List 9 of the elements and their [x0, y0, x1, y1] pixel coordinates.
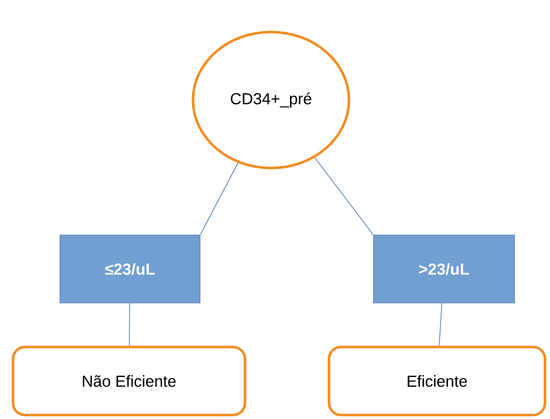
connector-line [200, 162, 238, 236]
outcome-box: Eficiente [328, 346, 546, 416]
condition-box: >23/uL [373, 234, 515, 304]
connector-line [128, 302, 130, 346]
connector-line [314, 157, 374, 236]
connector-line [438, 302, 442, 346]
ellipse-node: CD34+_pré [192, 30, 350, 170]
condition-box: ≤23/uL [60, 234, 200, 304]
outcome-box: Não Eficiente [12, 346, 246, 416]
